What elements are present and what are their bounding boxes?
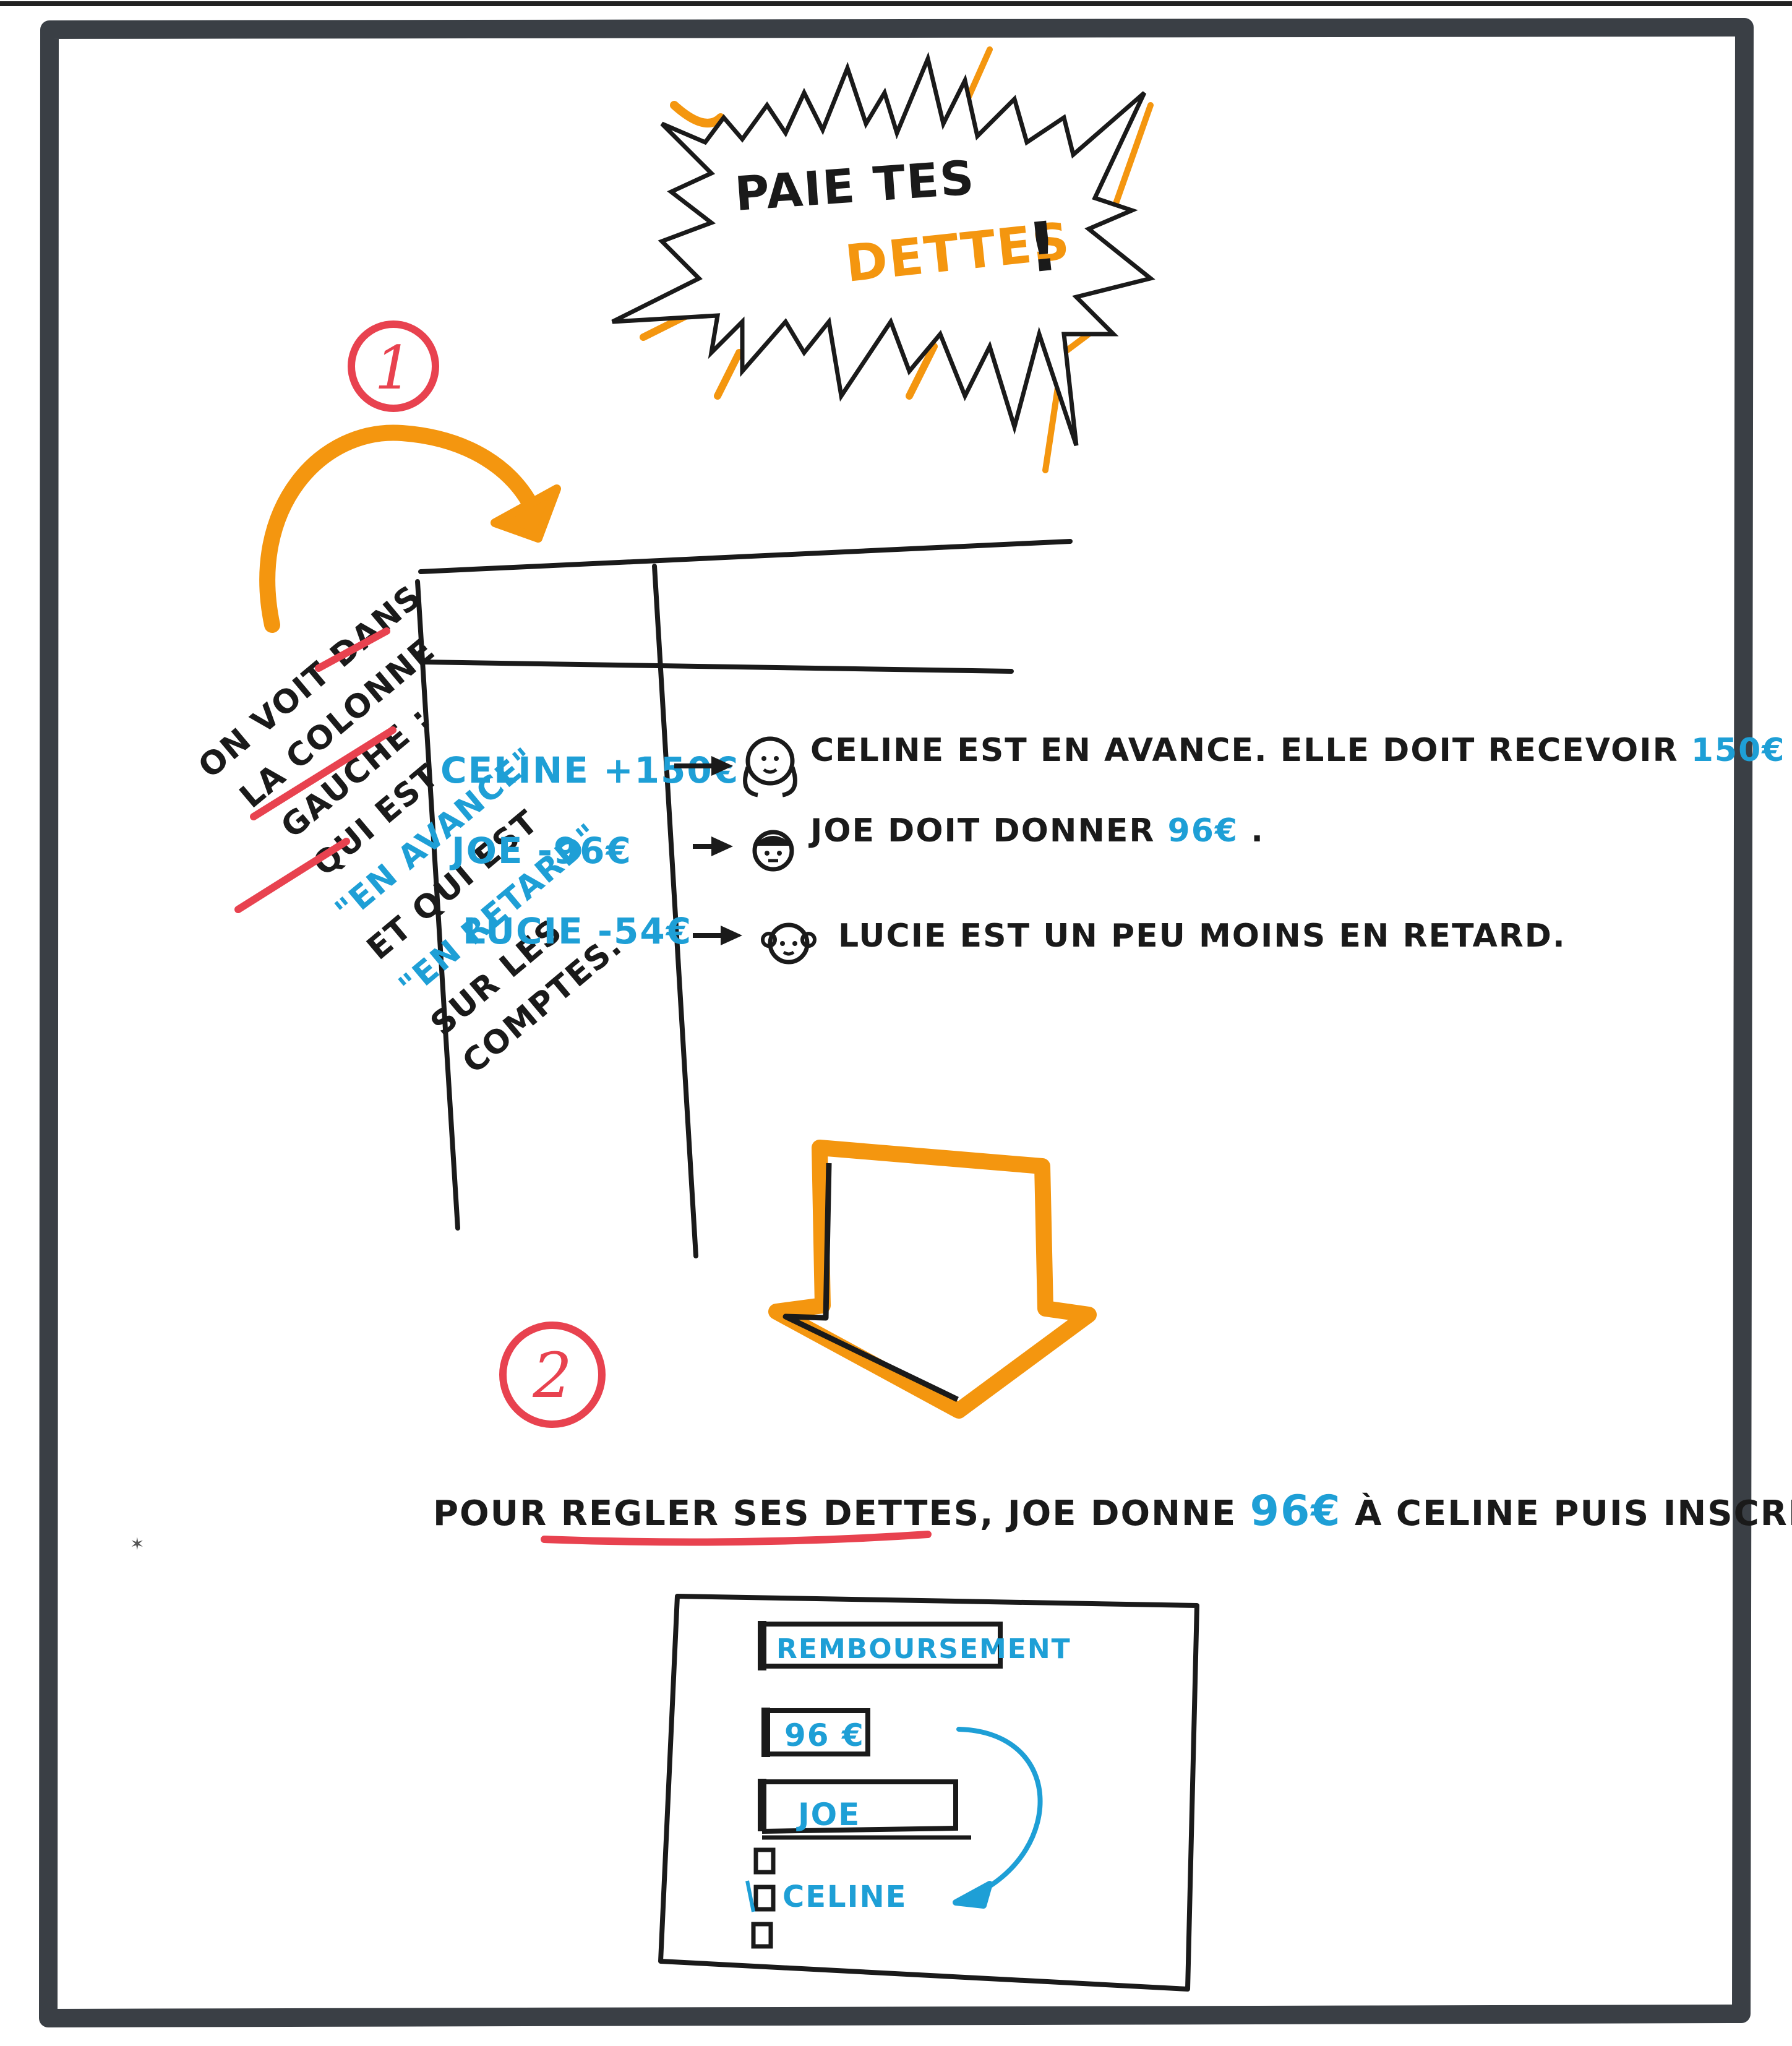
balance-label-celine: CELINE +150€ [440,749,739,791]
underline-gauche [234,838,350,913]
recipient-checkbox-1[interactable] [753,1847,776,1875]
row-text-celine: CELINE EST EN AVANCE. ELLE DOIT RECEVOIR… [810,732,1792,769]
form-amount-field[interactable]: 96 € [761,1708,870,1757]
form-title-value: REMBOURSEMENT [776,1633,1071,1665]
form-sketch-box [658,1594,1199,1992]
settle-sentence: POUR REGLER SES DETTES, JOE DONNE 96€ À … [433,1487,1792,1536]
stray-mark: ✶ [130,1534,144,1554]
title-burst [611,46,1155,473]
underline-colonne [250,726,397,820]
form-amount-value: 96 € [784,1717,865,1753]
recipient-checkbox-2[interactable] [745,1880,776,1912]
celine-face-icon [743,736,797,797]
step1-circle [348,320,439,412]
joe-face-icon [752,830,794,872]
balance-label-joe: JOE -96€ [449,830,632,872]
curved-arrow-icon [259,424,561,633]
form-payer-value: JOE [796,1797,860,1833]
underline-dans [315,627,390,672]
transfer-arrow-icon [953,1727,1043,1909]
form-title-field[interactable]: REMBOURSEMENT [758,1621,1071,1670]
down-arrow-icon [768,1140,1097,1419]
page-frame [39,18,1754,2027]
recipient-label-celine: CELINE [782,1880,907,1914]
underline-regler [541,1531,932,1546]
step2-number: 2 [532,1339,572,1412]
step2-circle [499,1322,606,1428]
down-arrow-inner-stroke [782,1163,959,1403]
form-payer-field[interactable]: JOE [758,1779,971,1840]
row-arrows [674,756,742,945]
balance-label-lucie: LUCIE -54€ [463,910,692,952]
row-text-lucie: LUCIE EST UN PEU MOINS EN RETARD. [838,918,1566,955]
recipient-checkbox-3[interactable] [751,1922,773,1949]
row-text-joe: JOE DOIT DONNER 96€ . [808,812,1264,849]
ledger-table [415,539,1073,1258]
lucie-face-icon [761,922,817,965]
step1-number: 1 [374,333,412,403]
